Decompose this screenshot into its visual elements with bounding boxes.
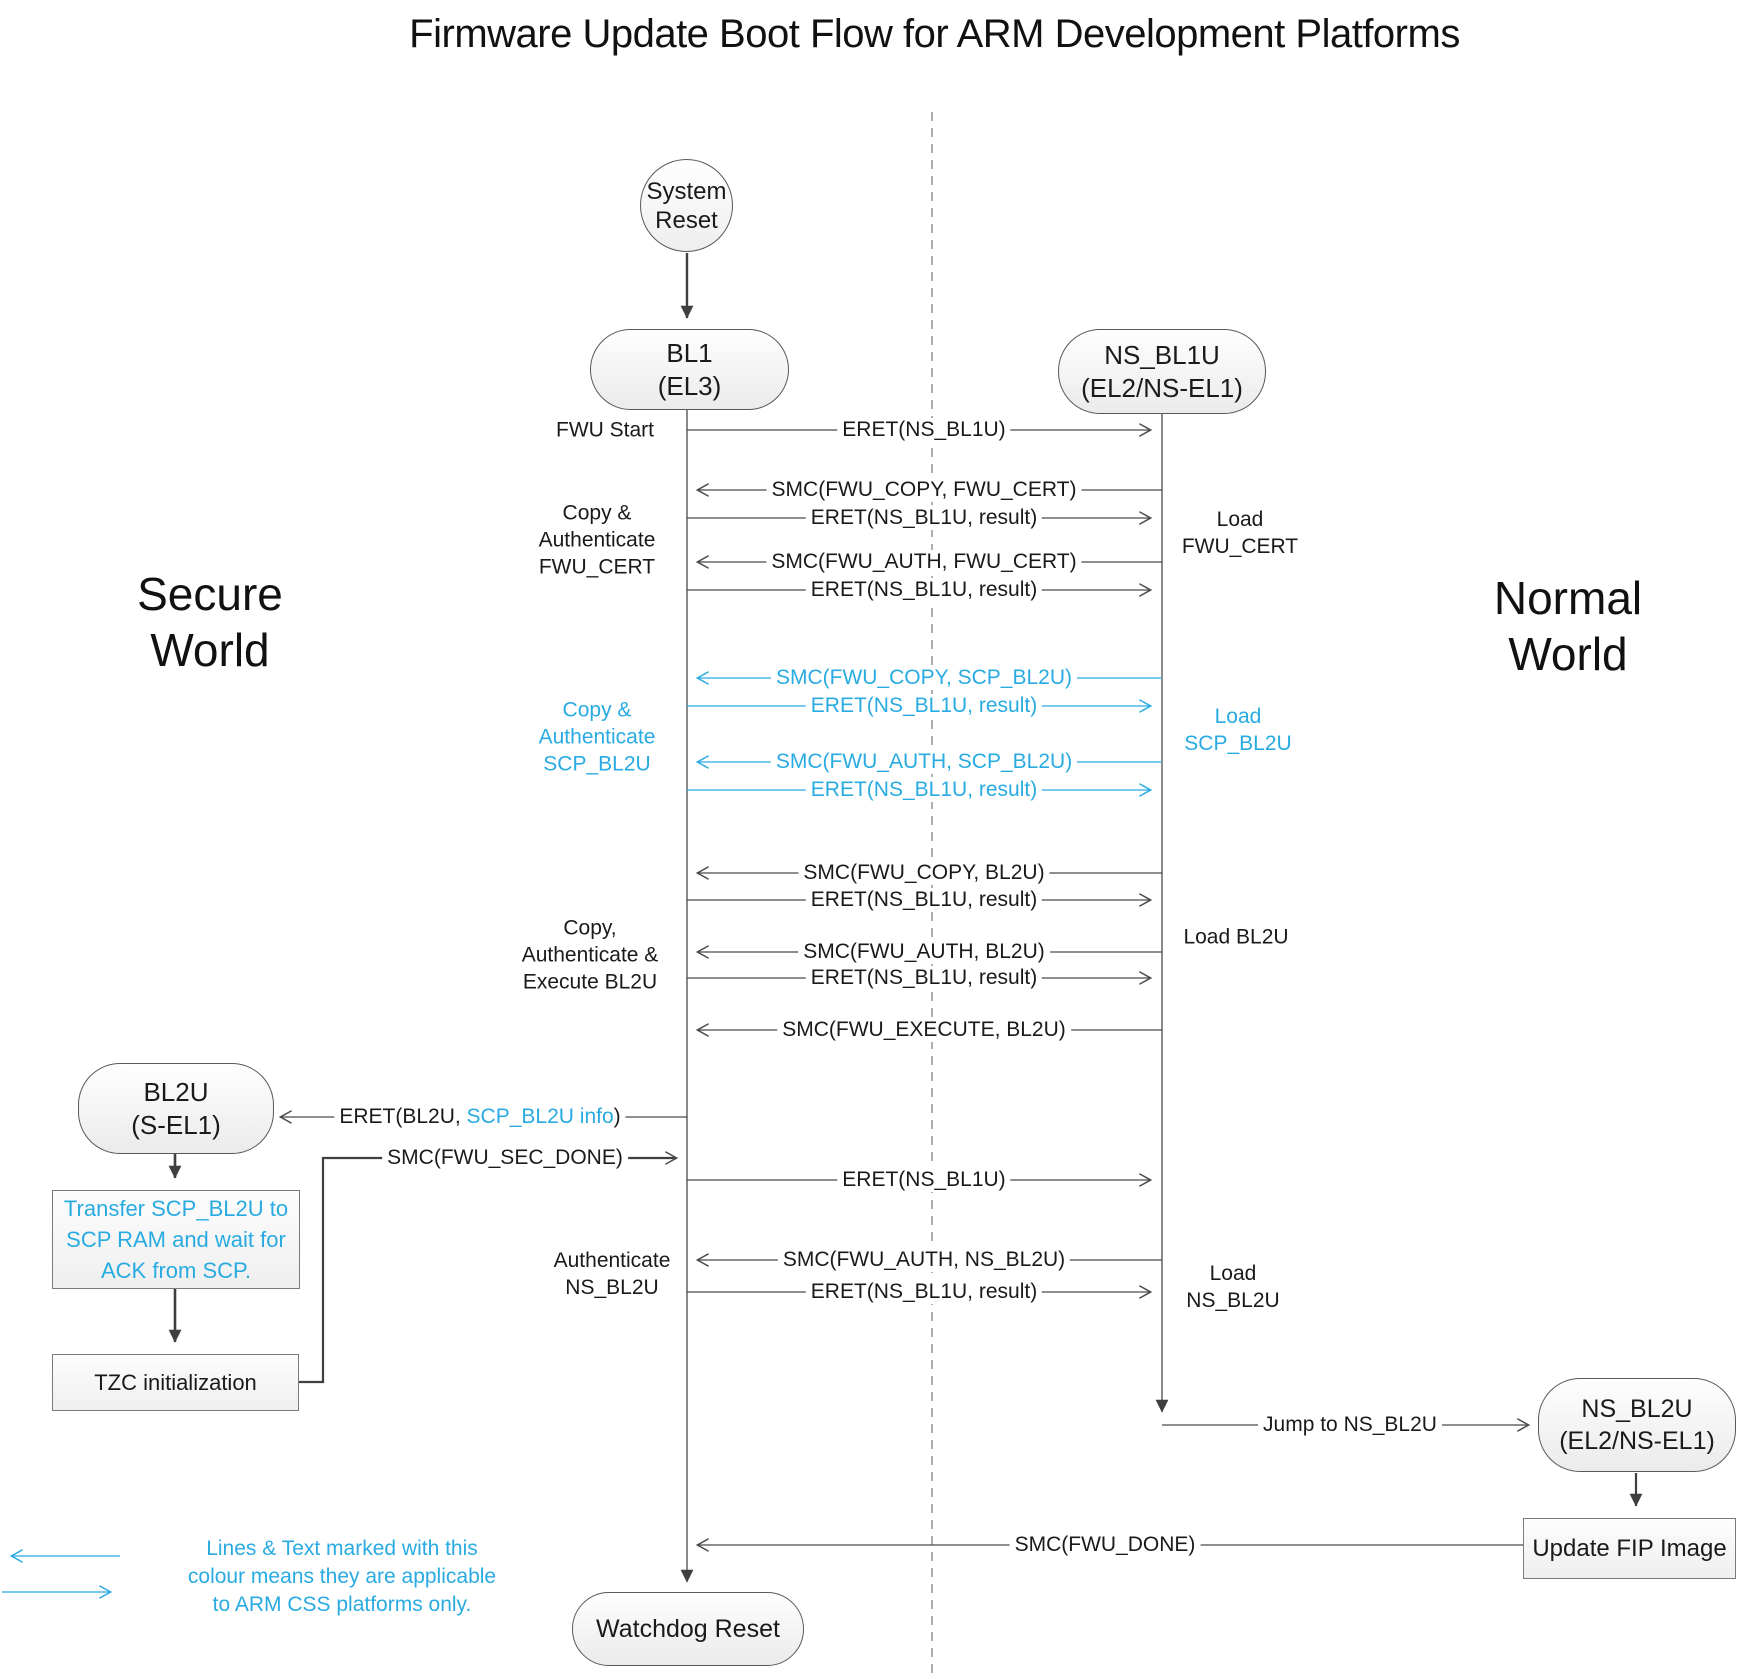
msg-label-eret-ns-bl1u-2: ERET(NS_BL1U): [837, 1168, 1011, 1192]
normal-world-label: Normal World: [1493, 572, 1643, 680]
msg-label-smc-fwu-execute-bl2u: SMC(FWU_EXECUTE, BL2U): [777, 1018, 1071, 1042]
msg-label-smc-fwu-auth-fwu-cert: SMC(FWU_AUTH, FWU_CERT): [766, 550, 1082, 574]
side-label-copy-auth-fwu-cert: Copy & Authenticate FWU_CERT: [538, 501, 656, 579]
legend-note: Lines & Text marked with this colour mea…: [187, 1537, 497, 1616]
node-ns-bl1u: NS_BL1U (EL2/NS-EL1): [1058, 329, 1266, 414]
msg-label-eret-result-7: ERET(NS_BL1U, result): [805, 1280, 1043, 1304]
side-label-copy-auth-scp-bl2u: Copy & Authenticate SCP_BL2U: [538, 698, 656, 776]
msg-label-smc-fwu-auth-scp-bl2u: SMC(FWU_AUTH, SCP_BL2U): [770, 750, 1078, 774]
node-watchdog-reset: Watchdog Reset: [572, 1592, 804, 1666]
node-transfer-scp-bl2u: Transfer SCP_BL2U to SCP RAM and wait fo…: [52, 1190, 300, 1289]
msg-label-smc-fwu-auth-bl2u: SMC(FWU_AUTH, BL2U): [798, 940, 1050, 964]
msg-label-eret-result-3: ERET(NS_BL1U, result): [805, 694, 1043, 718]
msg-label-smc-fwu-copy-bl2u: SMC(FWU_COPY, BL2U): [798, 861, 1050, 885]
msg-part-pre: ERET(BL2U,: [339, 1105, 467, 1128]
node-update-fip-image: Update FIP Image: [1523, 1518, 1736, 1579]
node-system-reset: System Reset: [640, 159, 733, 252]
msg-label-jump-to-ns-bl2u: Jump to NS_BL2U: [1258, 1413, 1442, 1437]
msg-label-eret-result-6: ERET(NS_BL1U, result): [805, 966, 1043, 990]
side-label-load-bl2u: Load BL2U: [1183, 925, 1289, 949]
node-bl1: BL1 (EL3): [590, 329, 789, 410]
diagram-title: Firmware Update Boot Flow for ARM Develo…: [409, 12, 1460, 56]
msg-label-eret-result-2: ERET(NS_BL1U, result): [805, 578, 1043, 602]
msg-label-smc-fwu-auth-ns-bl2u: SMC(FWU_AUTH, NS_BL2U): [777, 1248, 1071, 1272]
side-label-load-scp-bl2u: Load SCP_BL2U: [1184, 705, 1292, 755]
side-label-fwu-start: FWU Start: [556, 418, 654, 442]
msg-part-blue: SCP_BL2U info: [466, 1105, 614, 1128]
side-label-auth-ns-bl2u: Authenticate NS_BL2U: [553, 1249, 671, 1299]
secure-world-label: Secure World: [137, 568, 283, 676]
node-bl2u: BL2U (S-EL1): [78, 1063, 274, 1154]
msg-label-eret-result-4: ERET(NS_BL1U, result): [805, 778, 1043, 802]
msg-label-eret-result-1: ERET(NS_BL1U, result): [805, 506, 1043, 530]
side-label-copy-auth-exec-bl2u: Copy, Authenticate & Execute BL2U: [521, 916, 659, 994]
side-label-load-fwu-cert: Load FWU_CERT: [1181, 508, 1299, 558]
msg-part-post: ): [613, 1105, 621, 1128]
msg-label-eret-ns-bl1u: ERET(NS_BL1U): [837, 418, 1011, 442]
msg-label-smc-fwu-done: SMC(FWU_DONE): [1009, 1533, 1201, 1557]
msg-label-smc-fwu-sec-done: SMC(FWU_SEC_DONE): [382, 1146, 628, 1170]
msg-label-smc-fwu-copy-scp-bl2u: SMC(FWU_COPY, SCP_BL2U): [770, 666, 1078, 690]
msg-label-eret-bl2u-scp-info: ERET(BL2U, SCP_BL2U info): [334, 1105, 626, 1129]
node-ns-bl2u: NS_BL2U (EL2/NS-EL1): [1538, 1378, 1736, 1472]
side-label-load-ns-bl2u: Load NS_BL2U: [1186, 1262, 1280, 1312]
node-tzc-initialization: TZC initialization: [52, 1354, 299, 1411]
msg-label-eret-result-5: ERET(NS_BL1U, result): [805, 888, 1043, 912]
msg-label-smc-fwu-copy-fwu-cert: SMC(FWU_COPY, FWU_CERT): [766, 478, 1082, 502]
